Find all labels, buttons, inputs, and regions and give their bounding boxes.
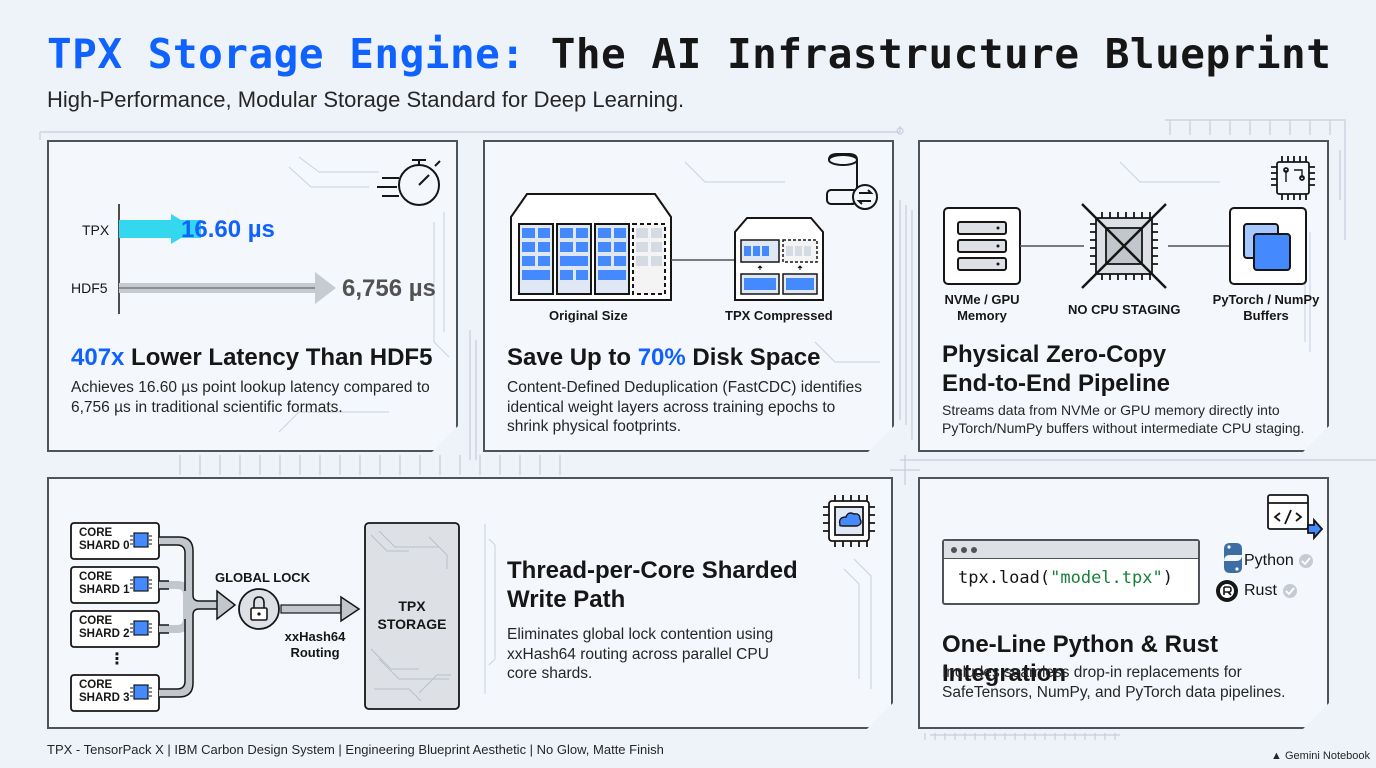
- zero-copy-title: Physical Zero-Copy End-to-End Pipeline: [942, 340, 1170, 398]
- routing-arrow-head: [341, 597, 359, 621]
- no-cpu-icon: [1082, 204, 1166, 288]
- compressed-label: TPX Compressed: [725, 308, 833, 323]
- integration-description: Includes seamless drop-in replacements f…: [942, 664, 1286, 701]
- sharded-title: Thread-per-Core Sharded Write Path: [507, 556, 798, 614]
- disk-description: Content-Defined Deduplication (FastCDC) …: [507, 379, 862, 435]
- latency-card: TPX 16.60 µs HDF5 6,756 µs 407x Lower La…: [47, 140, 458, 452]
- hdf5-label: HDF5: [71, 280, 108, 296]
- sharded-title-line2: Write Path: [507, 586, 626, 613]
- brand-mark: ▲ Gemini Notebook: [1271, 750, 1370, 762]
- latency-description: Achieves 16.60 µs point lookup latency c…: [71, 379, 430, 416]
- integration-title: One-Line Python & Rust Integration: [942, 631, 1218, 687]
- zero-copy-card: NVMe / GPU Memory NO CPU STAGING PyTorch…: [918, 140, 1329, 452]
- chip-icon: [1271, 156, 1315, 200]
- disk-swap-icon: [827, 154, 877, 209]
- buffers-icon: [1230, 208, 1306, 284]
- original-size-block: [511, 194, 671, 300]
- no-cpu-staging-label: NO CPU STAGING: [1068, 302, 1181, 317]
- zero-copy-description: Streams data from NVMe or GPU memory dir…: [942, 402, 1305, 436]
- merge-pipes: [159, 541, 217, 693]
- code-snippet: tpx.load("model.tpx"): [942, 539, 1200, 605]
- python-label: Python: [1244, 552, 1294, 569]
- disk-title: Save Up to 70% Disk Space: [507, 343, 821, 372]
- latency-chart: [49, 142, 460, 454]
- nvme-label: NVMe / GPU Memory: [944, 292, 1020, 323]
- compression-diagram: [485, 142, 896, 454]
- zero-copy-title-line1: Physical Zero-Copy: [942, 341, 1167, 368]
- title-rest: The AI Infrastructure Blueprint: [550, 30, 1332, 78]
- rust-icon: [1216, 580, 1238, 602]
- python-icon: [1224, 543, 1242, 573]
- disk-title-suffix: Disk Space: [685, 344, 821, 371]
- disk-title-prefix: Save Up to: [507, 344, 638, 371]
- page-title: TPX Storage Engine: The AI Infrastructur…: [47, 30, 1331, 78]
- original-size-label: Original Size: [549, 308, 628, 323]
- zero-copy-title-line2: End-to-End Pipeline: [942, 370, 1170, 397]
- hdf5-value: 6,756 µs: [342, 275, 436, 302]
- python-check-icon: [1299, 554, 1313, 568]
- lock-icon: [239, 589, 279, 629]
- latency-title-highlight: 407x: [71, 344, 125, 371]
- code-window-bar: [944, 541, 1198, 559]
- disk-title-highlight: 70%: [637, 344, 686, 371]
- zero-copy-diagram: [920, 142, 1331, 454]
- code-line: tpx.load("model.tpx"): [958, 568, 1173, 588]
- latency-title-rest: Lower Latency Than HDF5: [124, 344, 433, 371]
- tpx-label: TPX: [82, 222, 110, 238]
- global-lock-label: GLOBAL LOCK: [215, 570, 311, 585]
- sharded-write-diagram: [49, 479, 895, 731]
- integration-card: tpx.load("model.tpx") Python Rust One-Li…: [918, 477, 1329, 729]
- tpx-storage-block: [365, 523, 459, 709]
- chip-cloud-icon: [823, 495, 875, 547]
- integration-art: [920, 479, 1331, 731]
- page-subtitle: High-Performance, Modular Storage Standa…: [47, 87, 685, 112]
- buffers-label: PyTorch / NumPy Buffers: [1212, 292, 1320, 323]
- footer-text: TPX - TensorPack X | IBM Carbon Design S…: [47, 742, 664, 757]
- title-accent: TPX Storage Engine:: [47, 30, 526, 78]
- hdf5-arrow-head: [315, 272, 336, 304]
- notebook-icon: ▲: [1271, 750, 1285, 762]
- routing-label: xxHash64 Routing: [284, 629, 346, 660]
- tpx-value: 16.60 µs: [181, 216, 275, 243]
- nvme-memory-icon: [944, 208, 1020, 284]
- window-dots-icon: [944, 541, 1004, 559]
- rust-check-icon: [1283, 584, 1297, 598]
- disk-space-card: Original Size TPX Compressed Save Up to …: [483, 140, 894, 452]
- sharded-title-line1: Thread-per-Core Sharded: [507, 557, 798, 584]
- latency-title: 407x Lower Latency Than HDF5: [71, 343, 432, 372]
- shard-ellipsis: ⋮: [109, 651, 125, 668]
- sharded-description: Eliminates global lock contention using …: [507, 626, 774, 682]
- rust-label: Rust: [1244, 582, 1277, 599]
- code-window-icon: [1268, 495, 1322, 538]
- stopwatch-icon: [377, 160, 440, 205]
